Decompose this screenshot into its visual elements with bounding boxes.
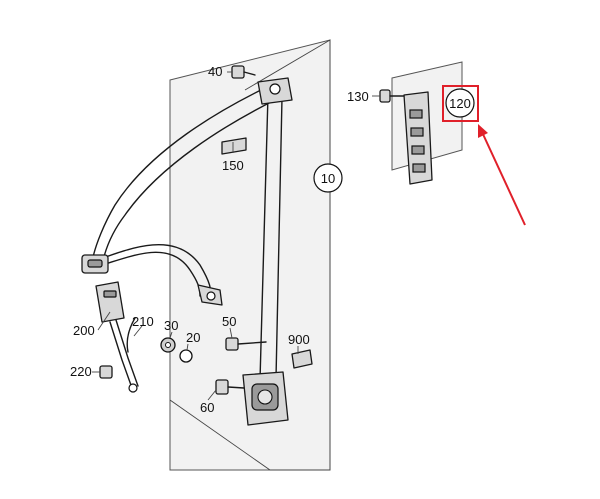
callout-50: 50 [222, 314, 236, 329]
leader-lines [92, 71, 380, 401]
cable-part-210 [126, 317, 136, 353]
bolt-part-50 [225, 337, 267, 351]
buckle-assembly-200 [95, 281, 139, 393]
callout-10: 10 [321, 171, 335, 186]
belt-retractor [242, 371, 289, 426]
callout-10-circle [313, 163, 343, 193]
callout-120-circle [445, 88, 475, 118]
callout-30: 30 [164, 318, 178, 333]
assembly-plane-lower-edge [169, 399, 271, 471]
vertical-belt-webbing [259, 94, 283, 381]
callout-130: 130 [347, 89, 369, 104]
callout-120: 120 [449, 96, 471, 111]
callout-900: 900 [288, 332, 310, 347]
cover-part-900 [291, 349, 313, 369]
callout-200: 200 [73, 323, 95, 338]
callout-220: 220 [70, 364, 92, 379]
belt-tongue [81, 254, 109, 274]
callout-20: 20 [186, 330, 200, 345]
lap-anchor-plate [197, 284, 223, 306]
bolt-part-60 [215, 379, 245, 395]
callout-210: 210 [132, 314, 154, 329]
height-adjuster-part-120 [403, 91, 433, 185]
bolt-part-220 [99, 365, 113, 379]
highlight-box [442, 85, 479, 122]
callout-60: 60 [200, 400, 214, 415]
callout-150: 150 [222, 158, 244, 173]
callout-40: 40 [208, 64, 222, 79]
trim-part-150 [221, 137, 247, 155]
assembly-plane-outline [244, 39, 331, 471]
washer-part-30 [160, 337, 176, 353]
ring-part-20 [179, 349, 193, 363]
d-ring-guide [257, 77, 293, 105]
highlight-arrow [478, 124, 526, 226]
